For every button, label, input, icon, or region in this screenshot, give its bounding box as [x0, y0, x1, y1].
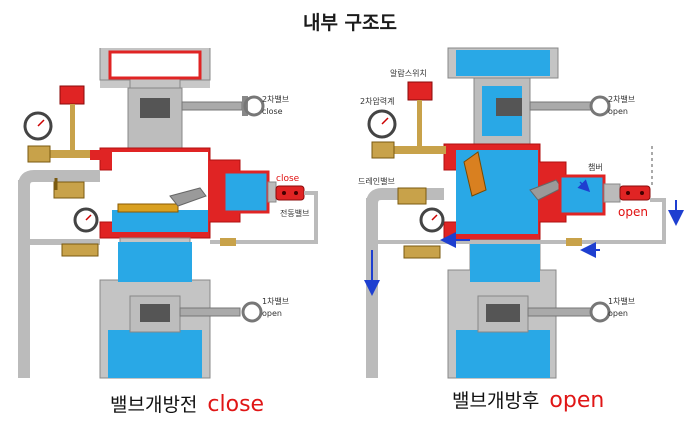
left-second-valve-stem — [181, 101, 243, 111]
left-latch-arm — [169, 187, 207, 207]
left-top-flange-inner — [108, 50, 202, 80]
diagram-title: 내부 구조도 — [302, 12, 397, 34]
right-solenoid-chamber — [558, 174, 606, 216]
right-alarm-switch — [407, 81, 433, 101]
right-water-top — [456, 50, 550, 76]
right-first-valve-handwheel — [589, 301, 611, 323]
left-label-first-valve-state: open — [262, 309, 282, 318]
left-solenoid-valve — [275, 185, 305, 201]
right-label-second-valve-state: open — [608, 107, 628, 116]
right-label-solenoid-state: open — [618, 205, 648, 219]
right-caption-state: open — [549, 388, 605, 413]
right-second-valve-disc — [496, 98, 522, 116]
left-label-solenoid: 전동밸브 — [280, 208, 309, 218]
right-label-clapper: 챔버 — [588, 162, 603, 172]
right-label-alarm-switch: 알람스위치 — [390, 68, 427, 78]
left-first-valve-handwheel — [241, 301, 263, 323]
right-second-valve-handwheel — [589, 95, 611, 117]
left-alarm-switch — [59, 85, 85, 105]
right-valve-diagram: 알람스위치 2차압력계 드레인밸브 챔버 open 2차밸브 open 1차밸브… — [358, 47, 684, 379]
right-solenoid-valve — [619, 185, 651, 201]
left-caption-main: 밸브개방전 — [110, 394, 198, 416]
left-water-mid — [118, 242, 192, 282]
left-drain-valve — [53, 181, 85, 199]
left-caption-state: close — [207, 392, 265, 417]
left-second-valve-handwheel — [243, 95, 265, 117]
right-label-drain-valve: 드레인밸브 — [358, 176, 395, 186]
right-label-first-valve-state: open — [608, 309, 628, 318]
left-valve-diagram: 2차밸브 close close 전동밸브 1차밸브 open — [18, 48, 318, 379]
left-lower-fitting — [61, 243, 99, 257]
left-solenoid-chamber — [222, 170, 270, 214]
right-caption-main: 밸브개방후 — [452, 390, 540, 412]
left-clapper — [117, 203, 179, 213]
left-label-second-valve: 2차밸브 — [262, 94, 289, 104]
left-label-first-valve: 1차밸브 — [262, 296, 289, 306]
left-label-second-valve-state: close — [262, 107, 283, 116]
right-drain-valve — [397, 187, 427, 205]
right-label-first-valve: 1차밸브 — [608, 296, 635, 306]
left-caption: 밸브개방전 close — [110, 390, 264, 417]
left-label-solenoid-state: close — [276, 174, 300, 184]
left-second-valve-disc — [140, 98, 170, 118]
right-clapper — [463, 151, 487, 197]
left-water-lower — [112, 210, 208, 232]
right-caption: 밸브개방후 open — [452, 386, 604, 413]
right-label-second-valve: 2차밸브 — [608, 94, 635, 104]
right-label-secondary-gauge: 2차압력계 — [360, 96, 395, 106]
left-first-valve-stem — [179, 307, 241, 317]
left-water-bottom — [108, 330, 202, 378]
